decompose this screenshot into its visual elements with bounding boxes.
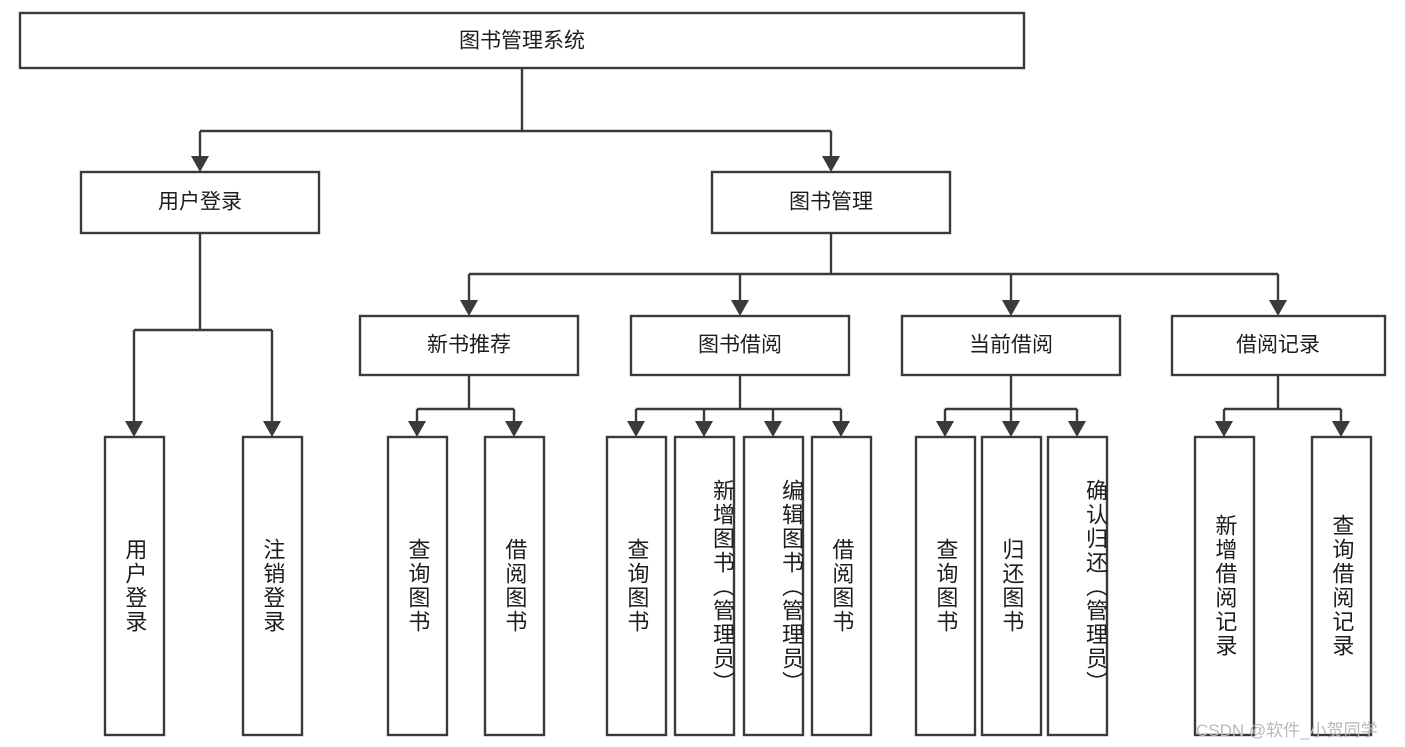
- node-borrow-record[interactable]: 借阅记录: [1170, 314, 1387, 377]
- arrow-cb-leaf-2: [1002, 421, 1020, 437]
- leaf-box-nb-borrow-book[interactable]: [483, 435, 546, 737]
- node-root[interactable]: 图书管理系统: [18, 11, 1026, 70]
- arrow-nb-leaf-1: [408, 421, 426, 437]
- node-root-box[interactable]: [18, 11, 1026, 70]
- node-user-login-label: 用户登录: [158, 191, 242, 214]
- leaf-box-cb-return-book[interactable]: [980, 435, 1043, 737]
- arrow-current-borrow: [1002, 300, 1020, 316]
- node-book-management-label: 图书管理: [789, 191, 873, 214]
- arrow-cb-leaf-1: [936, 421, 954, 437]
- arrow-bb-leaf-1: [627, 421, 645, 437]
- leaf-box-user-login[interactable]: [103, 435, 166, 737]
- leaf-box-cb-confirm-return[interactable]: [1046, 435, 1109, 737]
- leaf-box-bb-query-book[interactable]: [605, 435, 668, 737]
- arrow-book-borrow: [731, 300, 749, 316]
- node-borrow-record-label: 借阅记录: [1236, 334, 1320, 357]
- node-book-management[interactable]: 图书管理: [710, 170, 952, 235]
- leaf-box-group: [103, 435, 1373, 737]
- arrow-nb-leaf-2: [505, 421, 523, 437]
- node-book-borrow[interactable]: 图书借阅: [629, 314, 851, 377]
- node-book-borrow-label: 图书借阅: [698, 334, 782, 357]
- arrow-leaf-user-login: [125, 421, 143, 437]
- csdn-watermark: CSDN @软件_小贺同学: [1196, 721, 1378, 740]
- leaf-box-logout[interactable]: [241, 435, 304, 737]
- leaf-box-bb-borrow-book[interactable]: [810, 435, 873, 737]
- node-new-book-recommend[interactable]: 新书推荐: [358, 314, 580, 377]
- arrow-book-mgmt: [822, 156, 840, 172]
- leaf-box-cb-query-book[interactable]: [914, 435, 977, 737]
- arrow-new-book: [460, 300, 478, 316]
- arrow-user-login: [191, 156, 209, 172]
- arrow-leaf-logout: [263, 421, 281, 437]
- leaf-box-bb-add-book[interactable]: [673, 435, 736, 737]
- node-user-login-box[interactable]: [79, 170, 321, 235]
- arrow-cb-leaf-3: [1068, 421, 1086, 437]
- node-current-borrow-box[interactable]: [900, 314, 1122, 377]
- node-user-login[interactable]: 用户登录: [79, 170, 321, 235]
- leaf-box-br-query-record[interactable]: [1310, 435, 1373, 737]
- leaf-box-bb-edit-book[interactable]: [742, 435, 805, 737]
- leaf-box-br-add-record[interactable]: [1193, 435, 1256, 737]
- node-borrow-record-box[interactable]: [1170, 314, 1387, 377]
- node-current-borrow-label: 当前借阅: [969, 334, 1053, 357]
- arrow-bb-leaf-2: [695, 421, 713, 437]
- leaf-box-nb-query-book[interactable]: [386, 435, 449, 737]
- node-new-book-recommend-label: 新书推荐: [427, 334, 511, 357]
- node-book-management-box[interactable]: [710, 170, 952, 235]
- arrow-bb-leaf-4: [832, 421, 850, 437]
- arrow-br-leaf-1: [1215, 421, 1233, 437]
- node-current-borrow[interactable]: 当前借阅: [900, 314, 1122, 377]
- arrow-borrow-record: [1269, 300, 1287, 316]
- node-book-borrow-box[interactable]: [629, 314, 851, 377]
- node-root-label: 图书管理系统: [459, 30, 585, 53]
- node-new-book-recommend-box[interactable]: [358, 314, 580, 377]
- arrow-br-leaf-2: [1332, 421, 1350, 437]
- connector-group: [125, 68, 1350, 437]
- arrow-bb-leaf-3: [764, 421, 782, 437]
